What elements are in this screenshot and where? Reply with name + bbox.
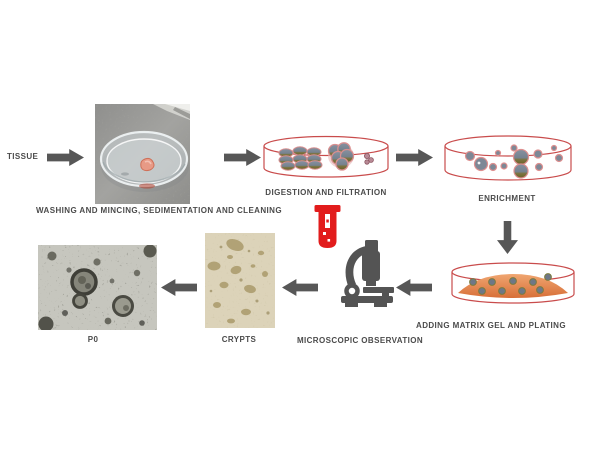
matrix-caption: ADDING MATRIX GEL AND PLATING [416,321,566,330]
microscopy-caption: MICROSCOPIC OBSERVATION [296,336,424,345]
digestion-caption: DIGESTION AND FILTRATION [265,188,387,197]
test-tube-icon [314,205,341,248]
digestion-dish-illustration [263,135,389,178]
p0-caption: P0 [87,335,99,344]
washing-caption: WASHING AND MINCING, SEDIMENTATION AND C… [36,206,282,215]
tissue-photo [95,104,190,204]
right-arrow-icon [47,149,84,166]
crypts-photo [205,233,275,328]
enrichment-caption: ENRICHMENT [478,194,536,203]
matrix-gel-dish-illustration [451,262,575,304]
p0-photo [38,245,157,330]
crypts-caption: CRYPTS [221,335,257,344]
enrichment-dish-illustration [444,135,572,181]
right-arrow-icon [224,149,261,166]
microscope-icon [341,240,394,307]
left-arrow-icon [396,279,432,296]
down-arrow-icon [497,221,518,254]
tissue-label: TISSUE [7,152,39,161]
left-arrow-icon [161,279,197,296]
right-arrow-icon [396,149,433,166]
left-arrow-icon [282,279,318,296]
